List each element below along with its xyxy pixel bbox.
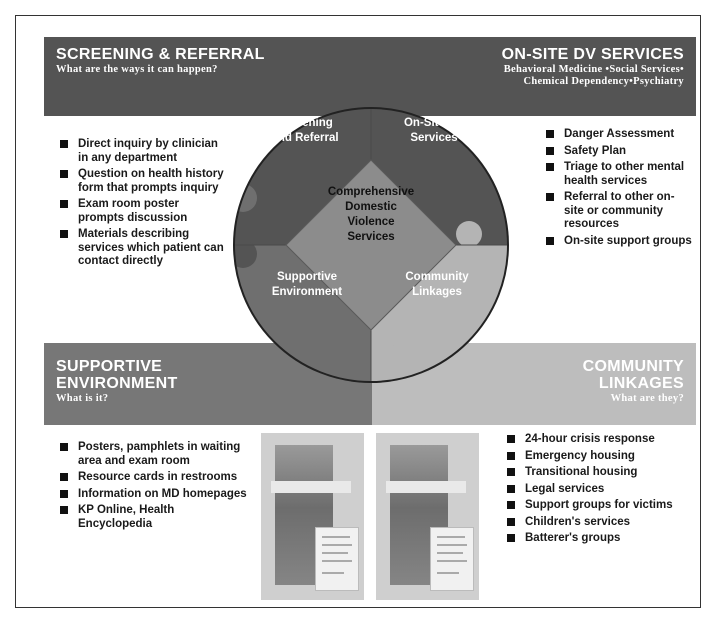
wheel-label-community-line2: Linkages (412, 286, 462, 298)
list-item: Direct inquiry by clinician in any depar… (58, 138, 228, 165)
puzzle-tab (371, 324, 397, 350)
screening-referral-band: SCREENING & REFERRAL What are the ways i… (44, 37, 372, 116)
community-linkages-title-line2: LINKAGES (598, 375, 684, 392)
list-item: KP Online, Health Encyclopedia (58, 504, 248, 531)
list-item: Materials describing services which pati… (58, 228, 228, 269)
community-linkages-title-line1: COMMUNITY (582, 358, 684, 375)
community-linkages-subtitle: What are they? (610, 393, 684, 404)
wheel-label-community-line1: Community (405, 271, 469, 283)
list-item: Children's services (505, 516, 685, 530)
community-linkages-list: 24-hour crisis response Emergency housin… (505, 433, 685, 549)
list-item: Information on MD homepages (58, 488, 248, 502)
poster-image (376, 433, 479, 600)
list-item: Batterer's groups (505, 532, 685, 546)
list-item: Transitional housing (505, 466, 685, 480)
list-item: Resource cards in restrooms (58, 471, 248, 485)
wheel-label-supportive-line1: Supportive (277, 271, 337, 283)
puzzle-pieces (234, 108, 508, 382)
list-item: Exam room poster prompts discussion (58, 198, 228, 225)
center-label-line2: Domestic (345, 201, 397, 213)
onsite-dv-list: Danger Assessment Safety Plan Triage to … (544, 128, 694, 251)
screening-referral-list: Direct inquiry by clinician in any depar… (58, 138, 228, 272)
list-item: Referral to other on-site or community r… (544, 191, 694, 232)
list-item: Triage to other mental health services (544, 161, 694, 188)
poster-band (271, 481, 351, 493)
poster-card (430, 527, 474, 591)
supportive-environment-title-line2: ENVIRONMENT (56, 375, 178, 392)
onsite-dv-title: ON-SITE DV SERVICES (501, 46, 684, 63)
list-item: Emergency housing (505, 450, 685, 464)
supportive-environment-subtitle: What is it? (56, 393, 109, 404)
onsite-dv-subtitle-line1: Behavioral Medicine •Social Services• (503, 64, 684, 75)
onsite-dv-band: ON-SITE DV SERVICES Behavioral Medicine … (372, 37, 696, 116)
center-label-line3: Violence (347, 216, 394, 228)
poster-image (261, 433, 364, 600)
supportive-environment-list: Posters, pamphlets in waiting area and e… (58, 441, 248, 534)
list-item: Posters, pamphlets in waiting area and e… (58, 441, 248, 468)
puzzle-wheel: Screening and Referral On-Site DV Servic… (233, 107, 509, 383)
onsite-dv-subtitle-line2: Chemical Dependency•Psychiatry (523, 76, 684, 87)
center-label-line1: Comprehensive (328, 186, 414, 198)
screening-referral-title: SCREENING & REFERRAL (56, 46, 265, 63)
list-item: Legal services (505, 483, 685, 497)
list-item: Support groups for victims (505, 499, 685, 513)
list-item: On-site support groups (544, 235, 694, 249)
wheel-label-screening-line1: Screening (277, 117, 333, 129)
puzzle-tab (456, 221, 482, 247)
center-diamond (285, 159, 457, 331)
wheel-outline (233, 107, 509, 383)
list-item: 24-hour crisis response (505, 433, 685, 447)
wheel-label-onsite-line1: On-Site DV (404, 117, 464, 129)
poster-card (315, 527, 359, 591)
wheel-label-supportive-line2: Environment (272, 286, 342, 298)
puzzle-tab (234, 240, 257, 268)
list-item: Danger Assessment (544, 128, 694, 142)
list-item: Safety Plan (544, 145, 694, 159)
wheel-label-screening-line2: and Referral (271, 132, 338, 144)
supportive-environment-title-line1: SUPPORTIVE (56, 358, 163, 375)
list-item: Question on health history form that pro… (58, 168, 228, 195)
screening-referral-subtitle: What are the ways it can happen? (56, 64, 218, 75)
wheel-label-onsite-line2: Services (410, 132, 457, 144)
center-label-line4: Services (347, 231, 394, 243)
poster-band (386, 481, 466, 493)
